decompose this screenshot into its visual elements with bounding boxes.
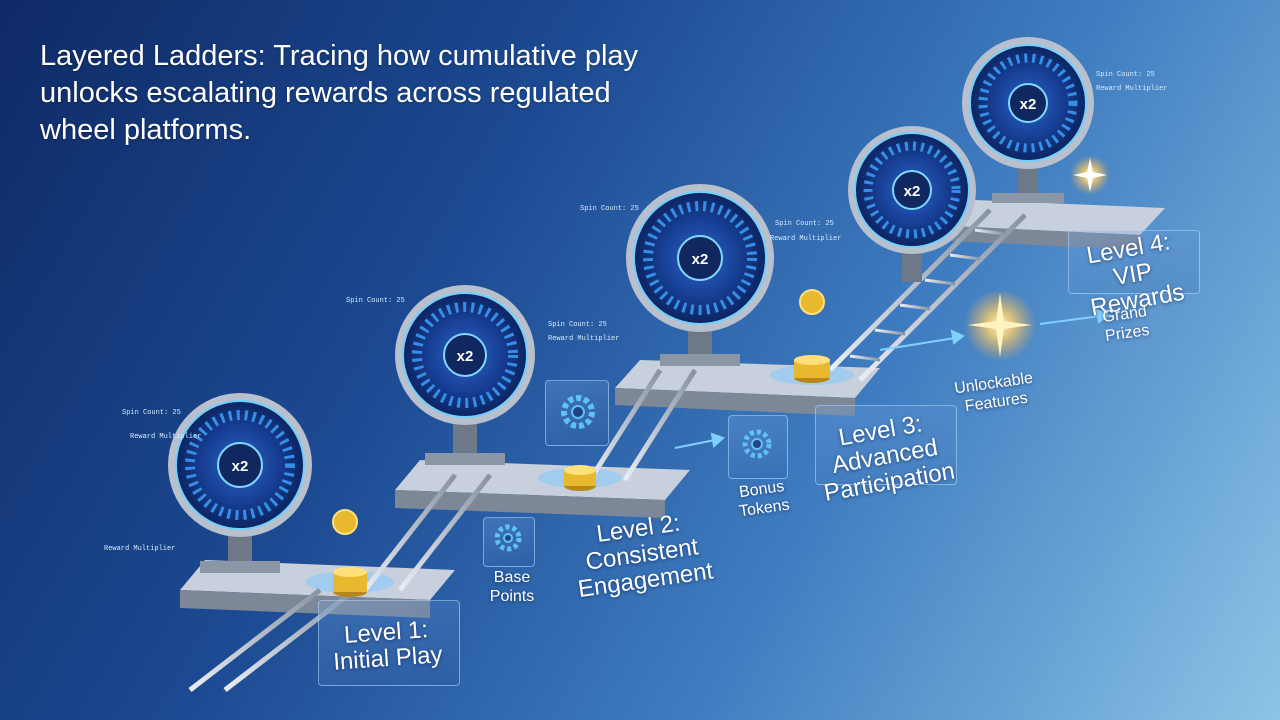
stat-multiplier-3: Reward Multiplier [770, 235, 841, 243]
gear-icon-base [494, 524, 522, 552]
wheel-level-3b: x2 [848, 126, 976, 282]
coin-floating-icon [332, 289, 825, 535]
wheel-3-multiplier: x2 [692, 251, 709, 268]
reward-base-points: Base Points [489, 569, 535, 605]
gear-icon-small [742, 429, 772, 459]
wheel-2-multiplier: x2 [457, 348, 474, 365]
stats-level-3: Spin Count: 25 Spin Count: 25 Reward Mul… [580, 205, 841, 243]
ladder-1 [188, 588, 357, 692]
stat-spin-count-3b: Spin Count: 25 [775, 220, 834, 228]
base-points-panel [483, 517, 535, 567]
coin-stack-2-icon [564, 465, 596, 491]
wheel-4-multiplier: x2 [1020, 96, 1037, 113]
wheel-3b-multiplier: x2 [904, 183, 921, 200]
wheel-level-2: x2 [395, 285, 535, 465]
ladder-3 [587, 368, 698, 482]
coin-stack-3-icon [794, 355, 830, 383]
stat-multiplier-2: Reward Multiplier [548, 335, 619, 343]
stats-level-1: Spin Count: 25 Reward Multiplier Reward … [104, 409, 201, 553]
level-4-panel [1068, 230, 1200, 294]
stat-spin-count-2: Spin Count: 25 [346, 297, 405, 305]
level-3-panel [815, 405, 957, 485]
gear-icon [561, 395, 595, 429]
wheel-level-1: x2 [168, 393, 312, 573]
wheel-level-3: x2 [626, 184, 774, 366]
ladder-4 [828, 208, 1027, 382]
coin-stack-1-icon [333, 567, 367, 597]
bonus-panel [728, 415, 788, 479]
stat-multiplier-4: Reward Multiplier [1096, 85, 1167, 93]
sparkle-icon-top [1070, 155, 1110, 195]
stat-spin-count-1: Spin Count: 25 [122, 409, 181, 417]
stats-level-4: Spin Count: 25 Reward Multiplier [1096, 71, 1167, 93]
arrow-to-bonus [674, 432, 725, 449]
stat-spin-count-4: Spin Count: 25 [1096, 71, 1155, 79]
stat-spin-count-3: Spin Count: 25 [580, 205, 639, 213]
wheel-level-4: x2 [962, 37, 1094, 203]
stat-multiplier-1: Reward Multiplier [130, 433, 201, 441]
ladder-2 [363, 473, 492, 592]
level-1-label: Level 1: Initial Play [332, 616, 444, 676]
stats-level-2: Spin Count: 25 Spin Count: 25 Reward Mul… [346, 297, 619, 343]
level-1-panel [318, 600, 460, 686]
sparkle-icon [964, 289, 1036, 361]
gear-panel [545, 380, 609, 446]
stat-spin-count-2b: Spin Count: 25 [548, 321, 607, 329]
arrow-to-features [879, 329, 965, 351]
stat-multiplier-1b: Reward Multiplier [104, 545, 175, 553]
page-title: Layered Ladders: Tracing how cumulative … [40, 40, 639, 146]
wheel-1-multiplier: x2 [232, 458, 249, 475]
arrow-to-grand-prizes [1039, 308, 1110, 325]
